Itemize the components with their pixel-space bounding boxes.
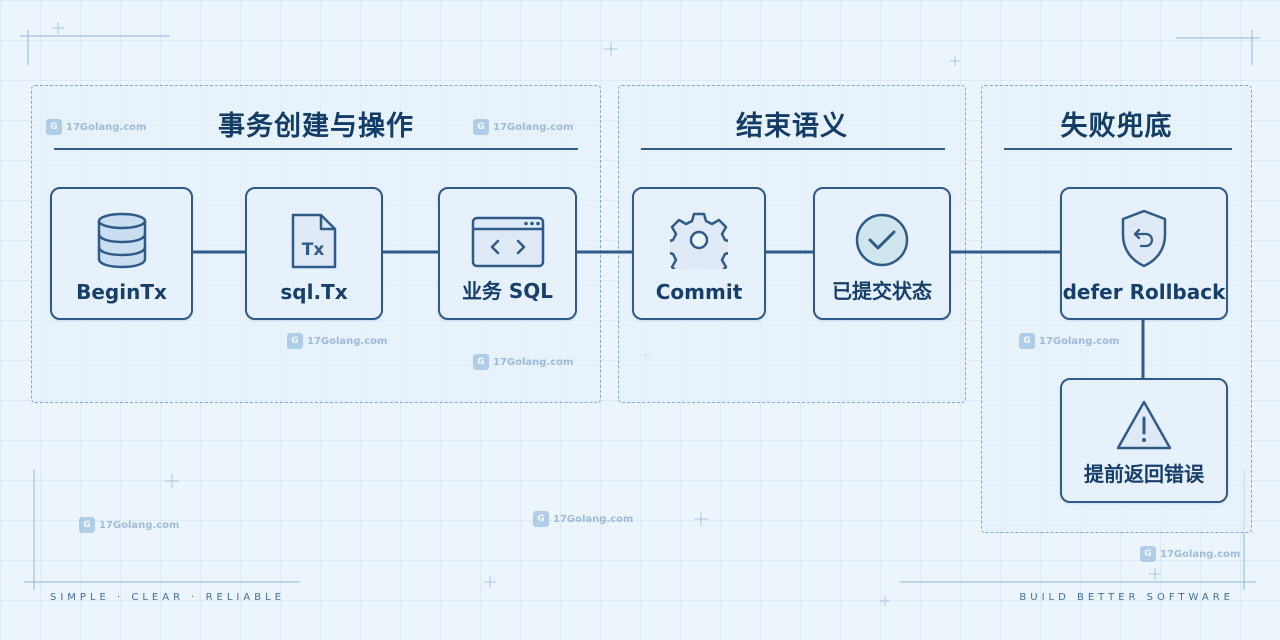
watermark-logo-icon: G bbox=[287, 333, 303, 349]
gear-icon bbox=[670, 212, 728, 269]
watermark-logo-icon: G bbox=[473, 119, 489, 135]
shield-undo-icon bbox=[1121, 209, 1167, 268]
watermark: G 17Golang.com bbox=[473, 354, 573, 370]
watermark-logo-icon: G bbox=[473, 354, 489, 370]
watermark-logo-icon: G bbox=[1019, 333, 1035, 349]
watermark-logo-icon: G bbox=[533, 511, 549, 527]
panel-title: 失败兜底 bbox=[1060, 111, 1173, 142]
node-committed-state: 已提交状态 bbox=[813, 187, 951, 320]
watermark: G 17Golang.com bbox=[473, 119, 573, 135]
warning-icon bbox=[1116, 400, 1172, 450]
panel-title: 事务创建与操作 bbox=[218, 111, 414, 142]
code-window-icon bbox=[471, 216, 544, 268]
node-label: 提前返回错误 bbox=[1084, 462, 1204, 486]
panel-divider bbox=[54, 148, 578, 150]
node-label: Commit bbox=[655, 280, 743, 304]
node-label: 业务 SQL bbox=[461, 279, 554, 303]
node-early-return-error: 提前返回错误 bbox=[1060, 378, 1228, 503]
node-label: 已提交状态 bbox=[832, 279, 932, 303]
node-business-sql: 业务 SQL bbox=[438, 187, 577, 320]
watermark: G 17Golang.com bbox=[287, 333, 387, 349]
panel-title: 结束语义 bbox=[736, 111, 848, 142]
watermark-logo-icon: G bbox=[79, 517, 95, 533]
panel-divider bbox=[1004, 148, 1232, 150]
node-label: defer Rollback bbox=[1062, 280, 1226, 304]
node-sqltx: Tx sql.Tx bbox=[245, 187, 383, 320]
node-label: sql.Tx bbox=[280, 280, 348, 304]
tx-file-icon: Tx bbox=[291, 213, 337, 269]
footer-tagline-right: BUILD BETTER SOFTWARE bbox=[1019, 592, 1234, 603]
node-begintx: BeginTx bbox=[50, 187, 193, 320]
watermark-logo-icon: G bbox=[1140, 546, 1156, 562]
watermark: G 17Golang.com bbox=[1140, 546, 1240, 562]
check-circle-icon bbox=[855, 213, 909, 267]
node-label: BeginTx bbox=[76, 280, 167, 304]
watermark: G 17Golang.com bbox=[79, 517, 179, 533]
watermark: G 17Golang.com bbox=[46, 119, 146, 135]
svg-text:Tx: Tx bbox=[302, 240, 325, 260]
node-defer-rollback: defer Rollback bbox=[1060, 187, 1228, 320]
watermark: G 17Golang.com bbox=[1019, 333, 1119, 349]
node-commit: Commit bbox=[632, 187, 766, 320]
watermark-logo-icon: G bbox=[46, 119, 62, 135]
panel-divider bbox=[641, 148, 945, 150]
footer-tagline-left: SIMPLE · CLEAR · RELIABLE bbox=[50, 592, 285, 603]
watermark: G 17Golang.com bbox=[533, 511, 633, 527]
database-icon bbox=[97, 212, 146, 269]
